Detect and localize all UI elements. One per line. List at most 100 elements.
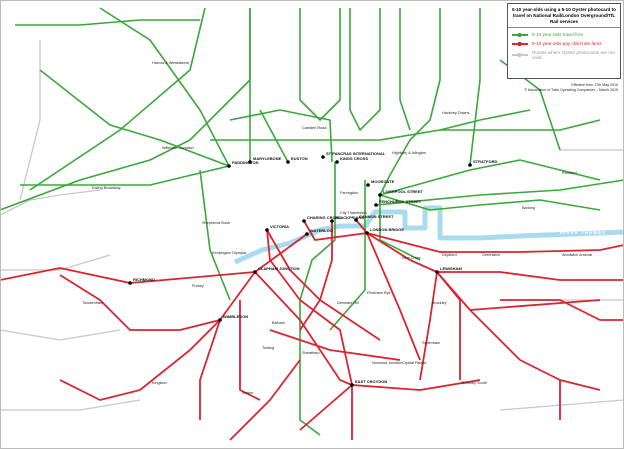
station-label: Sydenham bbox=[422, 341, 440, 345]
station-label: Shepherds Bush bbox=[202, 221, 230, 225]
station-label: Deptford bbox=[442, 253, 457, 257]
terminus-dot-icon bbox=[468, 163, 472, 167]
terminus-label: WIMBLEDON bbox=[223, 314, 248, 319]
child-rate-route-line bbox=[469, 299, 601, 311]
terminus-label: ST PANCRAS INTERNATIONAL bbox=[326, 151, 386, 156]
station-label: Putney bbox=[192, 284, 204, 288]
terminus-dot-icon bbox=[374, 203, 378, 207]
free-route-line bbox=[29, 7, 206, 191]
terminus-label: PADDINGTON bbox=[232, 160, 259, 165]
station-label: Romford bbox=[562, 171, 577, 175]
free-route-line bbox=[399, 8, 411, 131]
station-label: Kingston bbox=[152, 381, 167, 385]
terminus-dot-icon bbox=[248, 160, 252, 164]
terminus-dot-icon bbox=[286, 160, 290, 164]
station-label: Highbury & Islington bbox=[392, 151, 426, 155]
terminus: EAST CROYDON bbox=[350, 379, 387, 387]
station-label: City Thameslink bbox=[340, 211, 367, 215]
legend-title: 5-10 year-olds using a 5-10 Oyster photo… bbox=[508, 4, 620, 28]
child-rate-route-line bbox=[299, 221, 333, 331]
terminus: ST PANCRAS INTERNATIONAL bbox=[321, 151, 386, 159]
terminus: WATERLOO bbox=[305, 228, 333, 236]
station-label: Bromley South bbox=[462, 381, 487, 385]
child-rate-route-line bbox=[437, 271, 624, 281]
terminus-label: MARYLEBONE bbox=[253, 156, 282, 161]
terminus: CHARING CROSS bbox=[302, 215, 341, 223]
terminus: WIMBLEDON bbox=[218, 314, 248, 322]
station-label: Barking bbox=[522, 206, 535, 210]
child-rate-route-line bbox=[366, 232, 421, 361]
terminus-label: VICTORIA bbox=[270, 224, 289, 229]
invalid-route-line bbox=[0, 329, 121, 341]
terminus-label: CLAPHAM JUNCTION bbox=[258, 266, 300, 271]
station-label: Willesden Junction bbox=[162, 146, 194, 150]
terminus: MARYLEBONE bbox=[248, 156, 282, 164]
terminus-dot-icon bbox=[227, 164, 231, 168]
terminus-label: LONDON BRIDGE bbox=[370, 227, 404, 232]
terminus-dot-icon bbox=[302, 219, 306, 223]
free-route-line bbox=[375, 179, 624, 206]
terminus: STRATFORD bbox=[468, 159, 497, 167]
terminus-dot-icon bbox=[321, 155, 325, 159]
terminus-dot-icon bbox=[435, 270, 439, 274]
terminus-dot-icon bbox=[365, 231, 369, 235]
invalid-routes bbox=[0, 40, 624, 411]
station-label: Norwood Junction bbox=[372, 361, 402, 365]
effective-date: Effective from 17th May 2015 bbox=[571, 83, 618, 87]
terminus-label: WATERLOO bbox=[310, 228, 333, 233]
child-rate-route-line bbox=[299, 384, 353, 431]
station-label: Kensington Olympia bbox=[212, 251, 247, 255]
child-rate-route-line bbox=[355, 219, 368, 234]
terminus-label: EAST CROYDON bbox=[355, 379, 387, 384]
child-rate-route-line bbox=[351, 379, 481, 391]
child-rate-route-line bbox=[254, 233, 308, 273]
free-route-line bbox=[229, 109, 333, 163]
legend-label: 5-10 year-olds travel free bbox=[532, 32, 584, 37]
grey-line-swatch-icon bbox=[512, 53, 528, 57]
copyright: © Association of Train Operating Compani… bbox=[524, 87, 618, 92]
invalid-route-line bbox=[0, 189, 101, 216]
terminus-label: FENCHURCH STREET bbox=[379, 199, 422, 204]
station-label: Peckham Rye bbox=[367, 291, 391, 295]
terminus-dot-icon bbox=[354, 218, 358, 222]
free-route-line bbox=[210, 109, 531, 141]
terminus-dot-icon bbox=[335, 160, 339, 164]
child-rate-route-line bbox=[199, 319, 221, 420]
terminus-label: CANNON STREET bbox=[359, 214, 394, 219]
invalid-route-line bbox=[0, 399, 141, 411]
terminus-dot-icon bbox=[366, 183, 370, 187]
terminus-dot-icon bbox=[128, 281, 132, 285]
legend-label: 5-10 year-olds pay child-rate fares bbox=[532, 41, 602, 46]
terminus: FENCHURCH STREET bbox=[374, 199, 422, 207]
terminus: BLACKFRIARS bbox=[330, 215, 364, 223]
station-label: Greenwich bbox=[482, 253, 500, 257]
station-label: Tooting bbox=[262, 346, 274, 350]
station-label: Ealing Broadway bbox=[92, 186, 121, 190]
terminus: EUSTON bbox=[286, 156, 308, 164]
invalid-route-line bbox=[0, 254, 111, 271]
station-label: Harrow & Wealdstone bbox=[152, 61, 189, 65]
invalid-route-line bbox=[499, 399, 624, 411]
terminus-label: RICHMOND bbox=[133, 277, 155, 282]
free-travel-routes bbox=[0, 7, 624, 436]
free-route-line bbox=[349, 8, 381, 131]
terminus-label: MOORGATE bbox=[371, 179, 395, 184]
terminus: KINGS CROSS bbox=[335, 156, 368, 164]
terminus-label: KINGS CROSS bbox=[340, 156, 368, 161]
station-label: Camden Road bbox=[302, 126, 326, 130]
child-rate-route-line bbox=[59, 319, 221, 401]
child-rate-route-line bbox=[269, 329, 401, 361]
station-label: New Cross bbox=[402, 256, 421, 260]
terminus: CLAPHAM JUNCTION bbox=[253, 266, 300, 274]
station-label: Brockley bbox=[432, 301, 447, 305]
station-label: Farringdon bbox=[340, 191, 358, 195]
child-rate-route-line bbox=[59, 271, 256, 331]
free-route-line bbox=[329, 180, 366, 331]
terminus: LIVERPOOL STREET bbox=[378, 189, 423, 197]
invalid-route-line bbox=[19, 40, 41, 201]
station-label: Twickenham bbox=[82, 301, 103, 305]
terminus: LEWISHAM bbox=[435, 266, 462, 274]
station-label: Sutton bbox=[242, 391, 253, 395]
terminus-dot-icon bbox=[218, 318, 222, 322]
